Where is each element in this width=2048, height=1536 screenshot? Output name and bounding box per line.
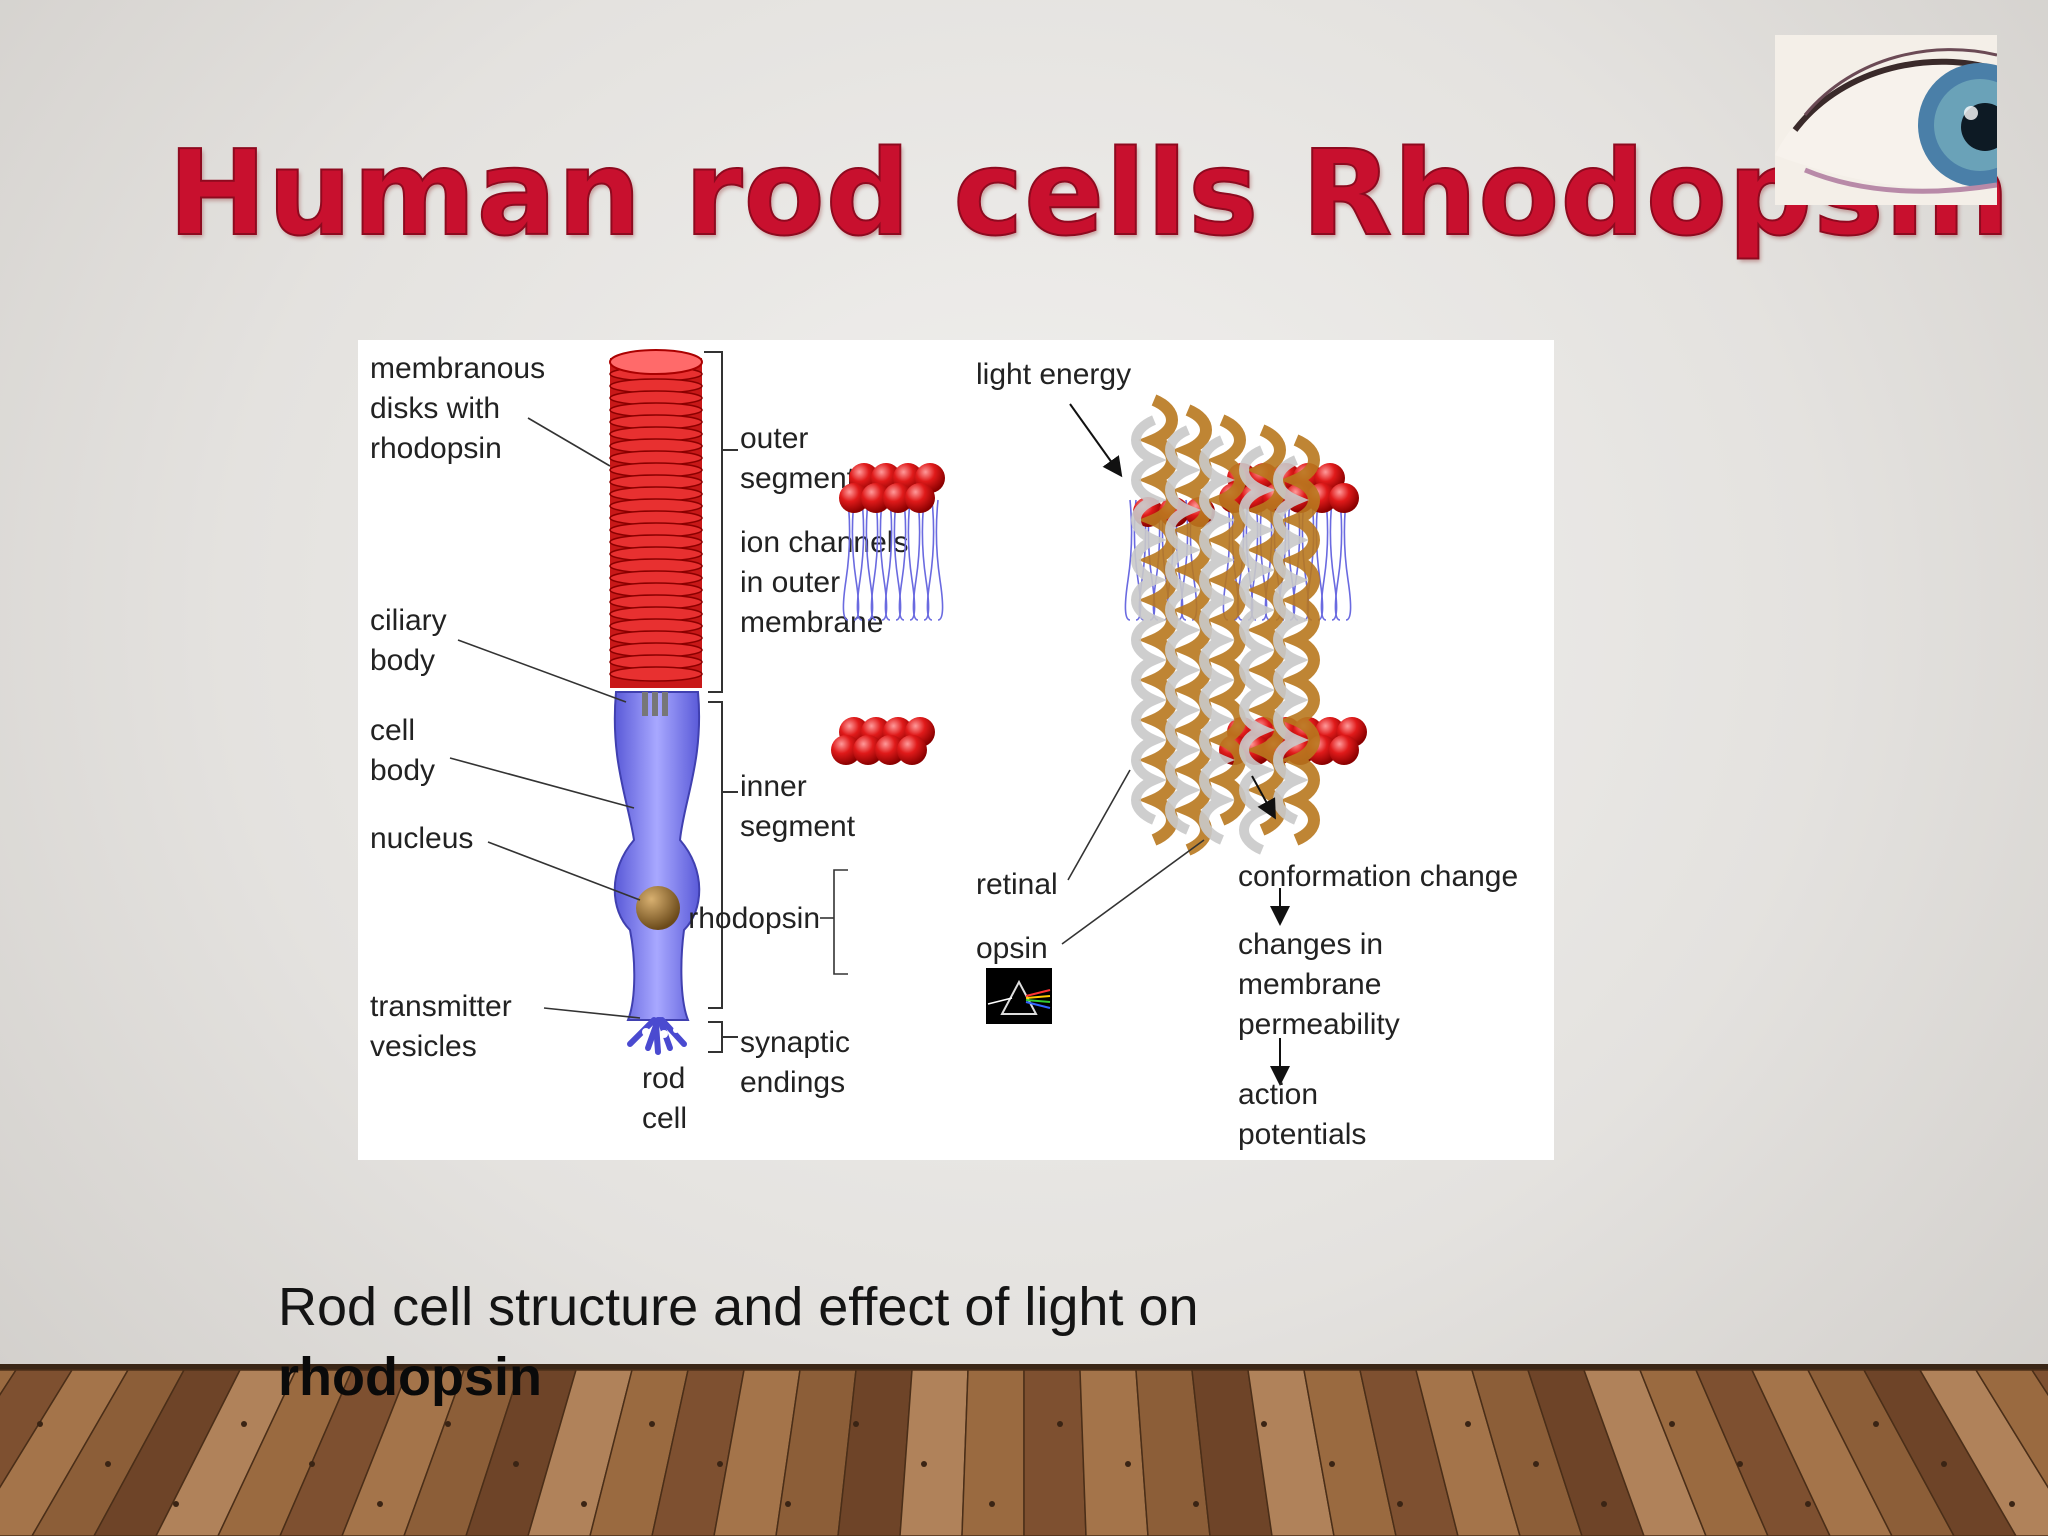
eye-image	[1775, 35, 2042, 205]
label-changes-2: membrane	[1238, 968, 1381, 1001]
svg-text:body: body	[370, 754, 435, 787]
label-inner-2: segment	[740, 810, 856, 843]
svg-text:vesicles: vesicles	[370, 1030, 477, 1063]
rod-cell-diagram: membranous disks with rhodopsin ciliary …	[358, 340, 1554, 1160]
label-changes-3: permeability	[1238, 1008, 1400, 1041]
svg-text:membrane: membrane	[740, 606, 883, 639]
svg-text:light energy: light energy	[976, 358, 1131, 391]
caption-line-1: Rod cell structure and effect of light o…	[278, 1277, 1199, 1337]
slide-caption: Rod cell structure and effect of light o…	[278, 1272, 1378, 1412]
svg-text:cell: cell	[370, 714, 415, 747]
svg-text:body: body	[370, 644, 435, 677]
wood-floor	[0, 1364, 2048, 1536]
svg-text:synaptic: synaptic	[740, 1026, 850, 1059]
svg-text:nucleus: nucleus	[370, 822, 473, 855]
caption-line-2: rhodopsin	[278, 1347, 542, 1407]
svg-text:disks with: disks with	[370, 392, 500, 425]
label-cellbody-2: body	[370, 754, 435, 787]
svg-text:outer: outer	[740, 422, 808, 455]
label-outer-2: segment	[740, 462, 856, 495]
label-action-1: action	[1238, 1078, 1318, 1111]
label-synaptic-1: synaptic	[740, 1026, 850, 1059]
svg-text:transmitter: transmitter	[370, 990, 512, 1023]
svg-text:rhodopsin: rhodopsin	[370, 432, 502, 465]
svg-text:opsin: opsin	[976, 932, 1048, 965]
label-cell: cell	[642, 1102, 687, 1135]
svg-text:changes in: changes in	[1238, 928, 1383, 961]
label-action-2: potentials	[1238, 1118, 1366, 1151]
svg-text:inner: inner	[740, 770, 807, 803]
svg-text:ion channels: ion channels	[740, 526, 908, 559]
label-light-energy: light energy	[976, 358, 1131, 391]
svg-text:cell: cell	[642, 1102, 687, 1135]
prism-icon	[986, 968, 1052, 1024]
nucleus-shape	[636, 886, 680, 930]
svg-text:rhodopsin: rhodopsin	[688, 902, 820, 935]
label-retinal: retinal	[976, 868, 1058, 901]
label-changes-1: changes in	[1238, 928, 1383, 961]
svg-text:retinal: retinal	[976, 868, 1058, 901]
inner-segment	[613, 691, 701, 1021]
svg-text:potentials: potentials	[1238, 1118, 1366, 1151]
label-membranous-1: membranous	[370, 352, 545, 385]
label-rhodopsin: rhodopsin	[688, 902, 820, 935]
svg-text:ciliary: ciliary	[370, 604, 447, 637]
label-ciliary-2: body	[370, 644, 435, 677]
outer-segment-disks	[609, 349, 703, 688]
svg-text:endings: endings	[740, 1066, 845, 1099]
svg-text:rod: rod	[642, 1062, 685, 1095]
svg-text:permeability: permeability	[1238, 1008, 1400, 1041]
label-rod: rod	[642, 1062, 685, 1095]
synaptic-endings-shape	[627, 1017, 687, 1055]
label-opsin: opsin	[976, 932, 1048, 965]
svg-text:action: action	[1238, 1078, 1318, 1111]
label-synaptic-2: endings	[740, 1066, 845, 1099]
label-transmitter-2: vesicles	[370, 1030, 477, 1063]
label-ciliary-1: ciliary	[370, 604, 447, 637]
label-membranous-3: rhodopsin	[370, 432, 502, 465]
label-nucleus: nucleus	[370, 822, 473, 855]
label-conformation: conformation change	[1238, 860, 1518, 893]
label-inner-1: inner	[740, 770, 807, 803]
label-cellbody-1: cell	[370, 714, 415, 747]
label-outer-1: outer	[740, 422, 808, 455]
svg-text:membrane: membrane	[1238, 968, 1381, 1001]
rhodopsin-helices	[1131, 394, 1320, 856]
label-transmitter-1: transmitter	[370, 990, 512, 1023]
svg-text:in outer: in outer	[740, 566, 840, 599]
label-membranous-2: disks with	[370, 392, 500, 425]
slide-title: Human rod cells Rhodopsin	[167, 123, 2012, 263]
svg-text:conformation change: conformation change	[1238, 860, 1518, 893]
label-ion-2: in outer	[740, 566, 840, 599]
label-ion-1: ion channels	[740, 526, 908, 559]
svg-text:segment: segment	[740, 810, 856, 843]
svg-text:segment: segment	[740, 462, 856, 495]
svg-text:membranous: membranous	[370, 352, 545, 385]
label-ion-3: membrane	[740, 606, 883, 639]
